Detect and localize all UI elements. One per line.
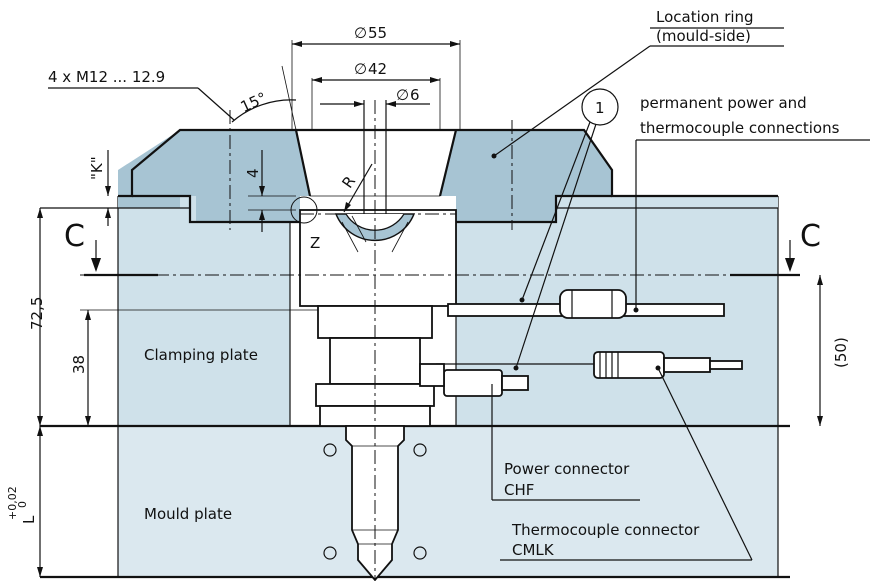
power-connector-code: CHF <box>504 481 534 499</box>
callout-1-label: 1 <box>595 99 605 117</box>
dim-d6: 6 <box>410 86 420 104</box>
dim-angle: 15° <box>238 89 270 117</box>
dim-d42: 42 <box>368 60 387 78</box>
power-cable-connector <box>559 289 627 319</box>
dim-depth: 4 <box>244 168 262 178</box>
location-ring-label: Location ring <box>656 8 754 26</box>
dim-k: "K" <box>88 156 106 180</box>
section-c-right: C <box>800 219 821 254</box>
power-connector-plug <box>443 369 503 397</box>
dim-l: L <box>20 515 38 524</box>
permanent-connections-line2: thermocouple connections <box>640 119 840 137</box>
dim-d42-symbol: ∅ <box>354 60 367 78</box>
permanent-connections-line1: permanent power and <box>640 94 807 112</box>
callout-1-circle <box>581 88 619 126</box>
section-c-left: C <box>64 219 85 254</box>
mould-plate-label: Mould plate <box>144 505 232 523</box>
screws-label: 4 x M12 ... 12.9 <box>48 68 165 86</box>
clamping-plate-label: Clamping plate <box>144 346 258 364</box>
mould-plate <box>118 426 778 577</box>
thermocouple-connector-label: Thermocouple connector <box>511 521 700 539</box>
detail-z-label: Z <box>310 234 320 252</box>
dim-tol-upper: +0,02 <box>6 486 19 520</box>
radius-label: R <box>338 173 359 192</box>
dim-d55: 55 <box>368 24 387 42</box>
dim-tol-lower: 0 <box>16 501 29 508</box>
dim-72-5: 72,5 <box>28 297 46 330</box>
location-ring-sublabel: (mould-side) <box>656 27 751 45</box>
dim-d55-symbol: ∅ <box>354 24 367 42</box>
dim-38: 38 <box>70 355 88 374</box>
thermocouple-cable-connector <box>593 351 665 379</box>
dim-d6-symbol: ∅ <box>396 86 409 104</box>
dim-50: (50) <box>832 337 850 368</box>
thermocouple-connector-code: CMLK <box>512 541 555 559</box>
power-connector-label: Power connector <box>504 460 630 478</box>
clamping-plate-left <box>118 196 290 426</box>
